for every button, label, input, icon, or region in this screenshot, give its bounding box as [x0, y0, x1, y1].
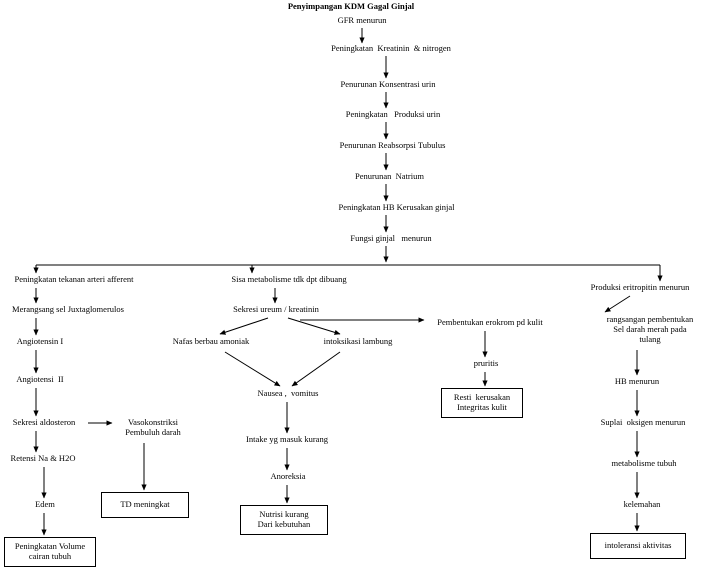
node-erokrom: Pembentukan erokrom pd kulit	[437, 317, 543, 327]
node-produrin: Peningkatan Produksi urin	[345, 109, 441, 119]
node-gfr: GFR menurun	[337, 15, 387, 25]
edge-sekresi-to-intoksi	[287, 317, 341, 335]
node-sekresi: Sekresi ureum / kreatinin	[233, 304, 319, 314]
node-intoleransi: intoleransi aktivitas	[590, 533, 686, 559]
node-afferent: Peningkatan tekanan arteri afferent	[14, 274, 134, 284]
node-resti: Resti kerusakan Integritas kulit	[441, 388, 523, 418]
node-vasokon: Vasokonstriksi Pembuluh darah	[125, 417, 181, 437]
node-konsurin: Penurunan Konsentrasi urin	[340, 79, 436, 89]
node-metabol: metabolisme tubuh	[611, 458, 677, 468]
node-sisa: Sisa metabolisme tdk dpt dibuang	[231, 274, 347, 284]
node-nausea: Nausea , vomitus	[257, 388, 319, 398]
node-title: Penyimpangan KDM Gagal Ginjal	[287, 1, 415, 11]
edge-sekresi-to-nafas	[219, 317, 269, 335]
node-suplai: Suplai oksigen menurun	[600, 417, 686, 427]
node-volume: Peningkatan Volume cairan tubuh	[4, 537, 96, 567]
node-kelemahan: kelemahan	[623, 499, 661, 509]
node-hb: HB menurun	[614, 376, 660, 386]
node-reabsorpsi: Penurunan Reabsorpsi Tubulus	[339, 140, 446, 150]
node-fungsi: Fungsi ginjal menurun	[350, 233, 432, 243]
node-retensi: Retensi Na & H2O	[10, 453, 76, 463]
node-aldosteron: Sekresi aldosteron	[12, 417, 76, 427]
node-natrium: Penurunan Natrium	[355, 171, 424, 181]
edge-eritro-to-rangsang	[604, 295, 631, 313]
node-intoksi: intoksikasi lambung	[323, 336, 393, 346]
edge-intoksi-to-nausea	[291, 351, 341, 387]
node-rangsang: rangsangan pembentukan Sel darah merah p…	[606, 314, 694, 344]
node-anoreksia: Anoreksia	[270, 471, 306, 481]
node-eritro: Produksi eritropitin menurun	[590, 282, 690, 292]
node-nafas: Nafas berbau amoniak	[172, 336, 250, 346]
node-angio2: Angiotensi II	[16, 374, 64, 384]
node-td: TD meningkat	[101, 492, 189, 518]
node-angio1: Angiotensin I	[16, 336, 64, 346]
edge-nafas-to-nausea	[224, 351, 281, 387]
node-kreatinin: Peningkatan Kreatinin & nitrogen	[331, 43, 451, 53]
node-hbkerusak: Peningkatan HB Kerusakan ginjal	[338, 202, 455, 212]
node-edem: Edem	[35, 499, 55, 509]
node-pruritis: pruritis	[473, 358, 499, 368]
node-nutrisi: Nutrisi kurang Dari kebutuhan	[240, 505, 328, 535]
node-intake: Intake yg masuk kurang	[246, 434, 328, 444]
node-juxta: Merangsang sel Juxtaglomerulos	[12, 304, 124, 314]
